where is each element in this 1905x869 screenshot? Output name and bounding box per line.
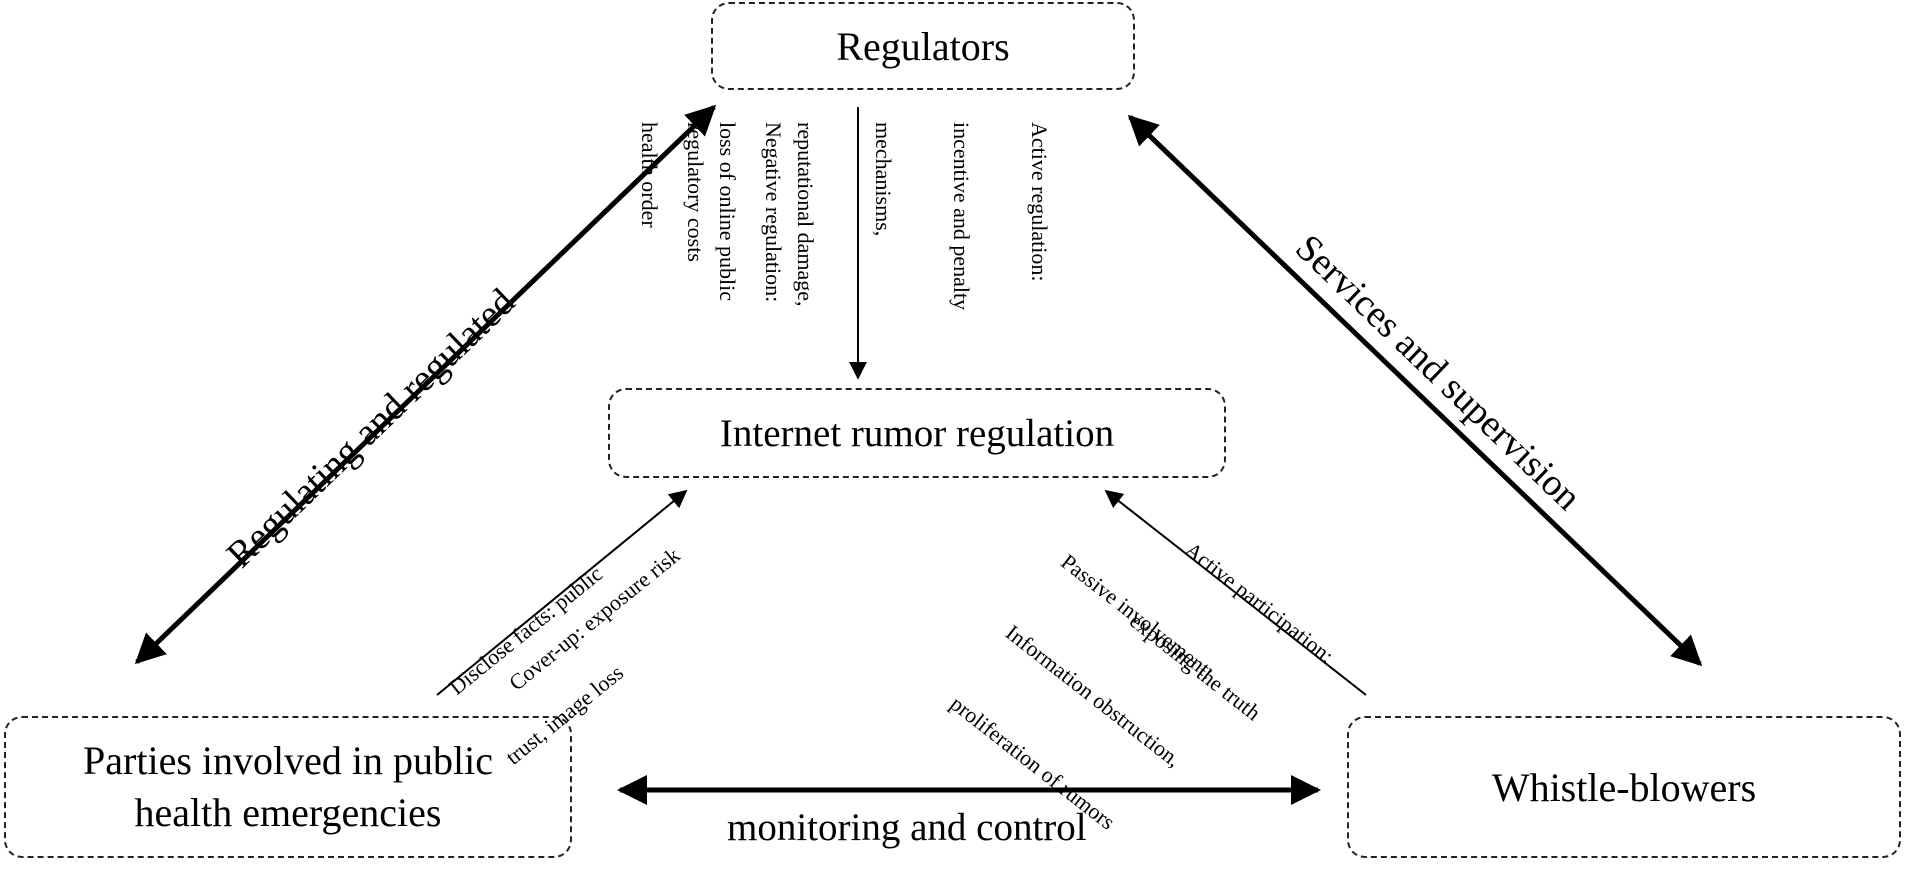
annotation-active-line-2: incentive and penalty: [949, 122, 974, 311]
annotation-active-regulation: Active regulation: incentive and penalty…: [610, 122, 1104, 310]
arrow-parties-to-irr: [436, 489, 688, 696]
node-internet-rumor-regulation: Internet rumor regulation: [608, 388, 1226, 478]
annotation-active-line-4: reputational damage,: [793, 122, 818, 307]
node-whistle-label: Whistle-blowers: [1491, 764, 1757, 810]
node-regulators-label: Regulators: [836, 23, 1010, 69]
annotation-active-line-1: Active regulation:: [1027, 122, 1052, 282]
annotation-active-line-3: mechanisms,: [871, 122, 896, 237]
edge-label-monitoring: monitoring and control: [727, 806, 1087, 849]
node-parties-line-1: Parties involved in public: [83, 738, 493, 783]
node-regulators: Regulators: [711, 2, 1135, 90]
arrow-services: [1127, 114, 1703, 667]
node-irr-label: Internet rumor regulation: [719, 411, 1115, 455]
arrow-regulating: [134, 104, 717, 665]
node-parties: Parties involved in public health emerge…: [4, 716, 572, 858]
annotation-active-line-6: health order: [637, 122, 662, 228]
arrow-whistle-to-irr: [1104, 489, 1367, 696]
annotation-active-line-5: loss of online public: [715, 122, 740, 302]
node-whistle-blowers: Whistle-blowers: [1347, 716, 1901, 858]
node-parties-line-2: health emergencies: [134, 790, 442, 835]
